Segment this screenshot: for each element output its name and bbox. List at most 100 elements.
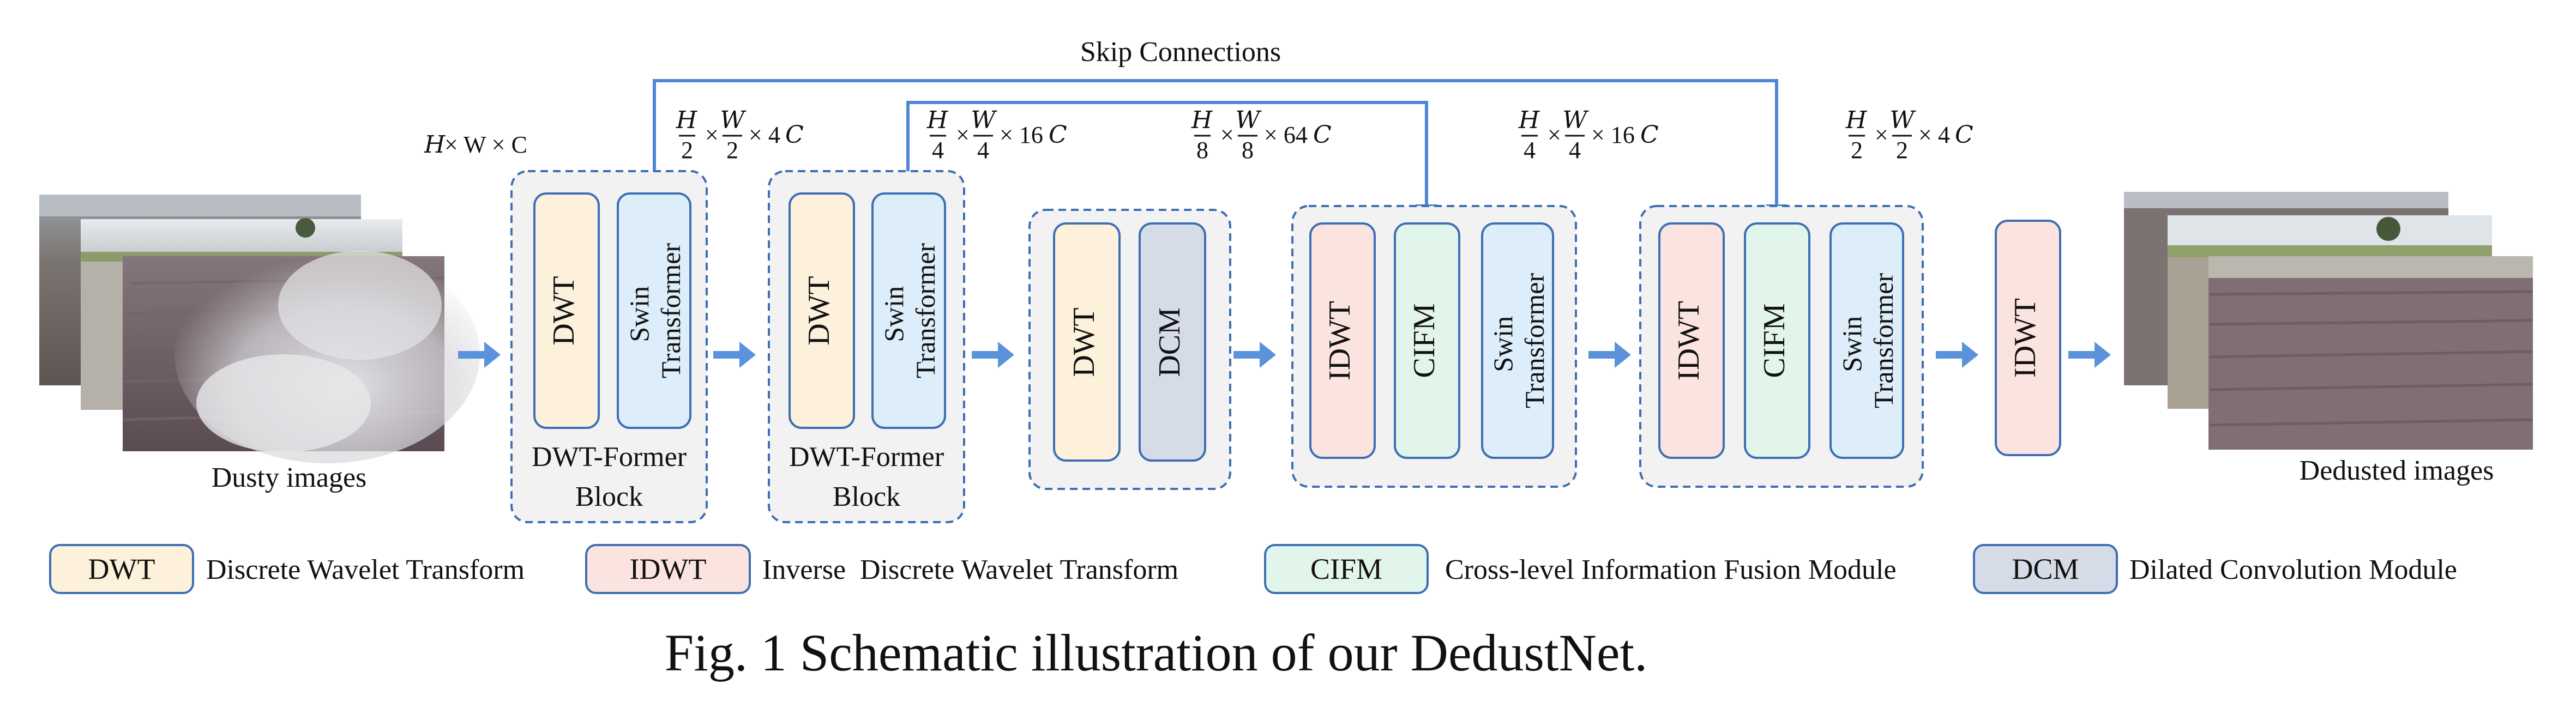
legend-item-cifm: CIFM Cross-level Information Fusion Modu…: [1264, 544, 1897, 594]
svg-text:W: W: [720, 106, 747, 134]
svg-text:2: 2: [1896, 137, 1908, 164]
svg-text:CIFM: CIFM: [1310, 553, 1382, 585]
svg-text:H: H: [1191, 106, 1213, 134]
svg-text:8: 8: [1196, 137, 1208, 164]
cifm-label-2: CIFM: [1758, 304, 1791, 378]
svg-text:×: ×: [1548, 122, 1561, 148]
swin-label-4: Swin Transformer: [1837, 273, 1899, 408]
svg-text:× 64: × 64: [1264, 122, 1308, 148]
dusty-images: [39, 195, 480, 463]
svg-text:×: ×: [1220, 122, 1234, 148]
dwt-label-2: DWT: [802, 276, 836, 346]
svg-text:H: H: [676, 106, 698, 134]
arrow-7: [2068, 342, 2111, 368]
arrow-4: [1233, 342, 1276, 368]
dwt-label-3: DWT: [1067, 307, 1101, 377]
dusty-images-label: Dusty images: [212, 462, 367, 493]
svg-text:DCM: DCM: [2012, 553, 2079, 585]
svg-text:× 16: × 16: [1000, 122, 1043, 148]
swin-label-2: Swin Transformer: [878, 243, 941, 378]
cifm-label-1: CIFM: [1407, 304, 1441, 378]
idwt-label-3: IDWT: [2008, 298, 2042, 378]
dim-label-1: H 2 × W 2 × 4 C: [676, 106, 804, 164]
legend-item-idwt: IDWT Inverse Discrete Wavelet Transform: [585, 544, 1178, 594]
dim-label-3: H 8 × W 8 × 64 C: [1191, 106, 1332, 164]
arrow-2: [713, 342, 756, 368]
svg-text:4: 4: [977, 137, 989, 164]
svg-text:Dilated Convolution Module: Dilated Convolution Module: [2129, 554, 2457, 585]
idwt-module-3: [1995, 220, 2061, 456]
svg-text:W: W: [1235, 106, 1262, 134]
svg-text:IDWT: IDWT: [630, 553, 707, 585]
svg-text:× 16: × 16: [1591, 122, 1635, 148]
skip-line-inner: [906, 101, 1428, 204]
dim-label-5: H 2 × W 2 × 4 C: [1845, 106, 1973, 164]
svg-text:4: 4: [932, 137, 944, 164]
dwt-module-1: [533, 192, 600, 429]
svg-text:2: 2: [726, 137, 738, 164]
svg-text:W: W: [971, 106, 997, 134]
dwt-dcm-block: DWT DCM: [1028, 209, 1231, 490]
dcm-label: DCM: [1153, 307, 1187, 377]
svg-text:2: 2: [681, 137, 693, 164]
legend: DWT Discrete Wavelet Transform IDWT Inve…: [49, 544, 2457, 594]
svg-text:Inverse Discrete Wavelet Tran: Inverse Discrete Wavelet Transform: [762, 554, 1178, 585]
decoder-block-2: IDWT CIFM Swin Transformer: [1639, 205, 1924, 488]
dwt-former-block-1: DWT Swin Transformer DWT-Former Block: [510, 170, 708, 523]
block-caption-1b: Block: [575, 481, 643, 512]
dim-label-2: H 4 × W 4 × 16 C: [926, 106, 1067, 164]
swin-module-3: [1481, 222, 1554, 459]
svg-text:H: H: [1845, 106, 1868, 134]
svg-text:2: 2: [1851, 137, 1863, 164]
svg-text:C: C: [785, 121, 804, 149]
skip-connections-label: Skip Connections: [1080, 37, 1281, 68]
block-caption-1a: DWT-Former: [532, 441, 687, 473]
svg-text:× W × C: × W × C: [444, 131, 527, 158]
dim-annotations: H × W × C H 2 × W 2 × 4 C H 4 × W 4 × 16…: [424, 106, 1973, 164]
block-caption-2a: DWT-Former: [789, 441, 944, 473]
svg-text:4: 4: [1524, 137, 1536, 164]
svg-text:DWT: DWT: [88, 553, 155, 585]
cifm-module-1: [1394, 222, 1460, 459]
svg-text:×: ×: [705, 122, 719, 148]
svg-text:Discrete Wavelet Transform: Discrete Wavelet Transform: [206, 554, 525, 585]
svg-text:H: H: [1518, 106, 1540, 134]
svg-text:×: ×: [956, 122, 970, 148]
legend-item-dcm: DCM Dilated Convolution Module: [1973, 544, 2457, 594]
svg-text:× 4: × 4: [1918, 122, 1950, 148]
idwt-label-2: IDWT: [1672, 301, 1706, 380]
swin-label-1: Swin Transformer: [624, 243, 686, 378]
arrow-5: [1588, 342, 1631, 368]
svg-text:C: C: [1049, 121, 1067, 149]
cifm-module-2: [1744, 222, 1810, 459]
idwt-label-1: IDWT: [1323, 301, 1357, 380]
dedusted-images: [2124, 192, 2533, 450]
decoder-block-1: IDWT CIFM Swin Transformer: [1291, 205, 1577, 488]
block-caption-2b: Block: [833, 481, 900, 512]
swin-module-1: [617, 192, 691, 429]
dedusted-images-label: Dedusted images: [2300, 455, 2494, 486]
swin-label-3: Swin Transformer: [1488, 273, 1550, 408]
flow-arrows: [458, 342, 2111, 368]
svg-text:Cross-level Information Fusion: Cross-level Information Fusion Module: [1445, 554, 1897, 585]
svg-text:H: H: [926, 106, 949, 134]
idwt-module-1: [1309, 222, 1376, 459]
swin-module-2: [871, 192, 946, 429]
dwt-label-1: DWT: [547, 276, 581, 346]
svg-text:8: 8: [1242, 137, 1254, 164]
final-idwt: IDWT: [1995, 220, 2061, 456]
idwt-module-2: [1658, 222, 1725, 459]
arrow-3: [972, 342, 1014, 368]
svg-text:W: W: [1562, 106, 1589, 134]
swin-module-4: [1829, 222, 1904, 459]
dim-label-0: H × W × C: [424, 131, 527, 159]
svg-text:C: C: [1313, 121, 1332, 149]
svg-text:4: 4: [1569, 137, 1581, 164]
svg-text:× 4: × 4: [749, 122, 780, 148]
svg-text:H: H: [424, 131, 446, 159]
skip-line-outer: [653, 79, 1778, 204]
svg-text:C: C: [1640, 121, 1659, 149]
dwt-module-2: [789, 192, 855, 429]
legend-item-dwt: DWT Discrete Wavelet Transform: [49, 544, 525, 594]
